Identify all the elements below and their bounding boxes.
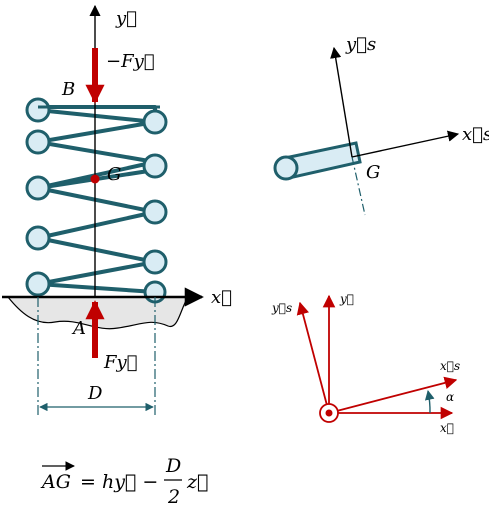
formula-denominator: 2 [167, 486, 180, 507]
spring-wire-sections [25, 97, 168, 304]
detail-g-label: G [366, 162, 380, 183]
frame-alpha-label: α [446, 390, 454, 404]
y-axis-label: y⃗ [115, 8, 137, 29]
frame-x-label: x⃗ [440, 421, 454, 435]
frame-ys-label: y⃗s [271, 301, 292, 315]
formula-middle: = hy⃗ − [80, 471, 158, 493]
x-axis-label: x⃗ [211, 287, 232, 308]
frame-xs-label: x⃗s [440, 359, 460, 373]
point-g-marker [90, 174, 100, 184]
spring-coil [36, 105, 157, 294]
formula-numerator: D [165, 455, 181, 477]
force-bottom-label: Fy⃗ [103, 352, 137, 373]
point-a-label: A [71, 318, 86, 339]
detail-xs-label: x⃗s [462, 124, 489, 145]
position-formula: AG = hy⃗ − D 2 z⃗ [40, 455, 208, 507]
dimension-d [37, 297, 156, 415]
formula-z: z⃗ [186, 471, 208, 493]
dimension-d-label: D [87, 383, 103, 404]
frame-rotation [296, 294, 458, 423]
frame-y-label: y⃗ [339, 292, 354, 306]
formula-lhs: AG [40, 471, 71, 493]
detail-ys-label: y⃗s [345, 34, 376, 55]
force-top-label: −Fy⃗ [106, 51, 155, 72]
point-g-label: G [107, 164, 121, 185]
wire-section-detail [273, 46, 460, 216]
point-b-label: B [61, 79, 75, 100]
